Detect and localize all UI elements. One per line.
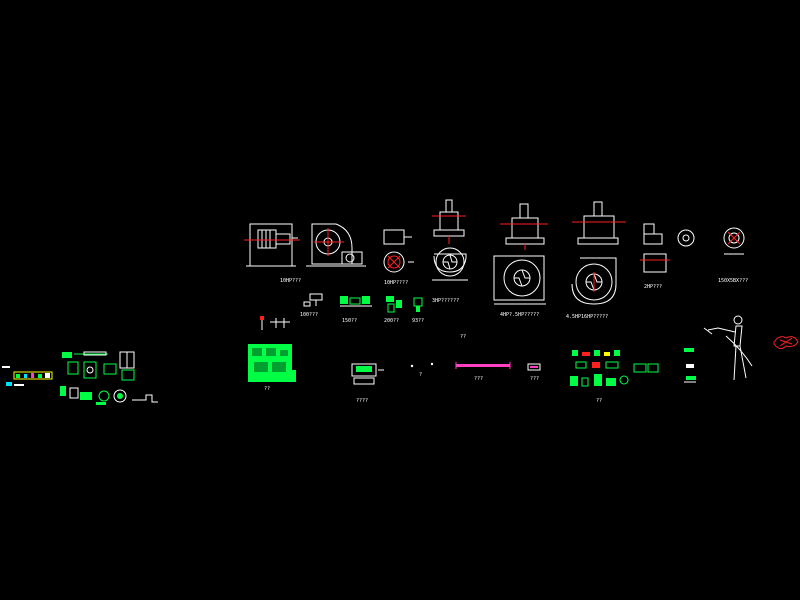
label-qq-mid: ?? — [460, 334, 466, 340]
small-valve-part — [303, 293, 323, 307]
green-parts-collection — [570, 350, 659, 387]
fan-10hp-side-view — [244, 223, 300, 267]
green-equipment-block — [248, 344, 296, 382]
label-part-100: 100??? — [300, 312, 318, 318]
label-qq-green-parts: ?? — [596, 398, 602, 404]
label-qq-small: ??? — [530, 376, 539, 382]
small-green-assembly-200 — [386, 296, 402, 313]
small-green-assembly-93 — [413, 297, 423, 312]
label-part-150: 150?? — [342, 318, 357, 324]
fan-10hp-front-view — [306, 223, 366, 267]
small-green-assembly-150 — [340, 296, 372, 307]
label-qq-pipe: ??? — [474, 376, 483, 382]
label-fan-150: 150X5BX??? — [718, 278, 748, 284]
label-part-93: 93?? — [412, 318, 424, 324]
small-flange-part — [527, 363, 541, 371]
machine-unit — [351, 363, 384, 385]
label-fan-10hp: 10HP??? — [280, 278, 301, 284]
label-fan-45hp: 4.5HP16HP????? — [566, 314, 608, 320]
fan-10hp-small-view — [383, 229, 414, 273]
left-symbols-cluster — [2, 366, 53, 386]
small-dots — [410, 362, 434, 368]
fan-3hp-views — [432, 199, 468, 281]
label-fan-4hp: 4HP?.5HP????? — [500, 312, 539, 318]
label-qq-machine: ???? — [356, 398, 368, 404]
label-dot-q: ? — [419, 372, 422, 378]
label-qq-green-block: ?? — [264, 386, 270, 392]
fan-45hp-views — [571, 201, 626, 305]
small-tools — [684, 348, 696, 383]
fan-2hp-views — [640, 223, 695, 273]
label-fan-10hp-b: 10HP???? — [384, 280, 408, 286]
label-fan-2hp: 2HP??? — [644, 284, 662, 290]
magenta-pipe — [455, 362, 511, 369]
fan-150-view — [723, 227, 745, 255]
red-valve-symbol — [773, 336, 799, 350]
label-fan-3hp: 3HP?????? — [432, 298, 459, 304]
small-red-part — [260, 316, 290, 330]
left-parts-cluster — [60, 351, 158, 405]
label-part-200: 200?? — [384, 318, 399, 324]
worker-figure — [703, 315, 753, 381]
fan-4hp-views — [493, 203, 548, 305]
